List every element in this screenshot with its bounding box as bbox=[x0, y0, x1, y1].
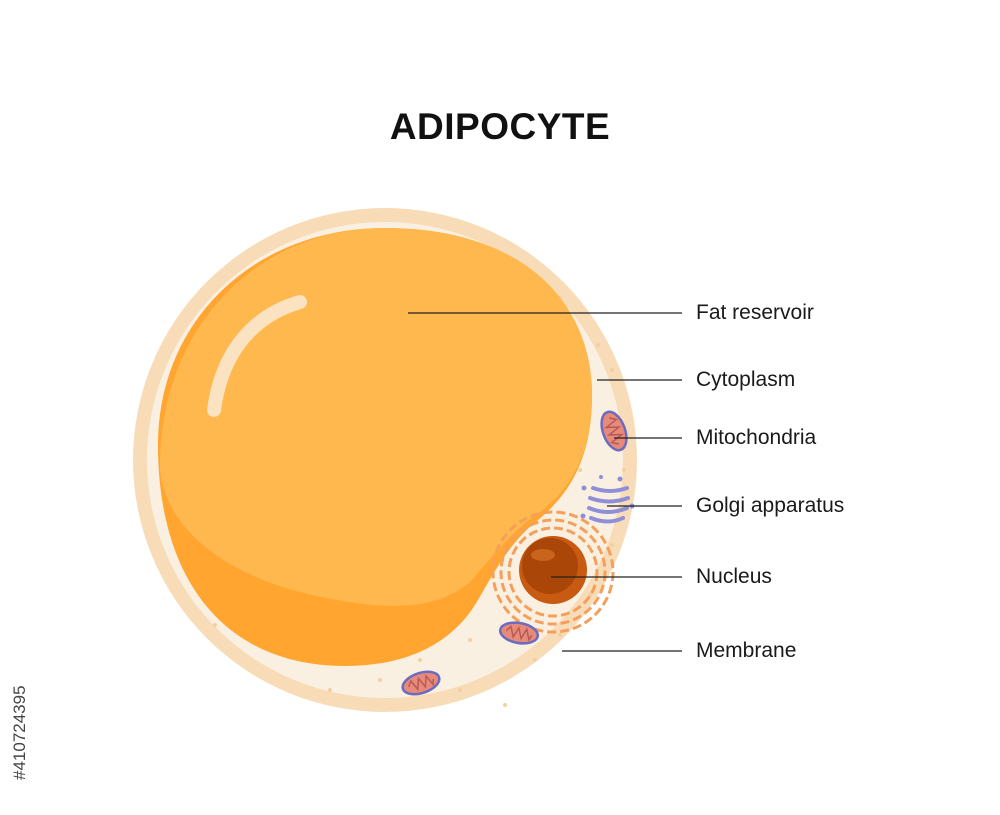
label-fat-reservoir: Fat reservoir bbox=[696, 301, 814, 324]
mitochondrion-middle bbox=[498, 621, 540, 645]
golgi-apparatus bbox=[587, 486, 630, 524]
diagram-title: ADIPOCYTE bbox=[389, 106, 611, 147]
fat-reservoir bbox=[158, 228, 592, 666]
label-mitochondria: Mitochondria bbox=[696, 426, 817, 449]
label-golgi-apparatus: Golgi apparatus bbox=[696, 494, 845, 517]
leader-lines bbox=[408, 312, 682, 652]
mitochondrion-upper bbox=[600, 410, 628, 452]
endoplasmic-reticulum bbox=[491, 510, 615, 634]
label-membrane: Membrane bbox=[696, 639, 797, 662]
stock-image-id: #410724395 bbox=[10, 685, 29, 780]
label-nucleus: Nucleus bbox=[696, 565, 772, 588]
label-cytoplasm: Cytoplasm bbox=[696, 368, 796, 391]
mitochondrion-lower bbox=[401, 670, 441, 696]
nucleus-inner bbox=[522, 538, 578, 594]
